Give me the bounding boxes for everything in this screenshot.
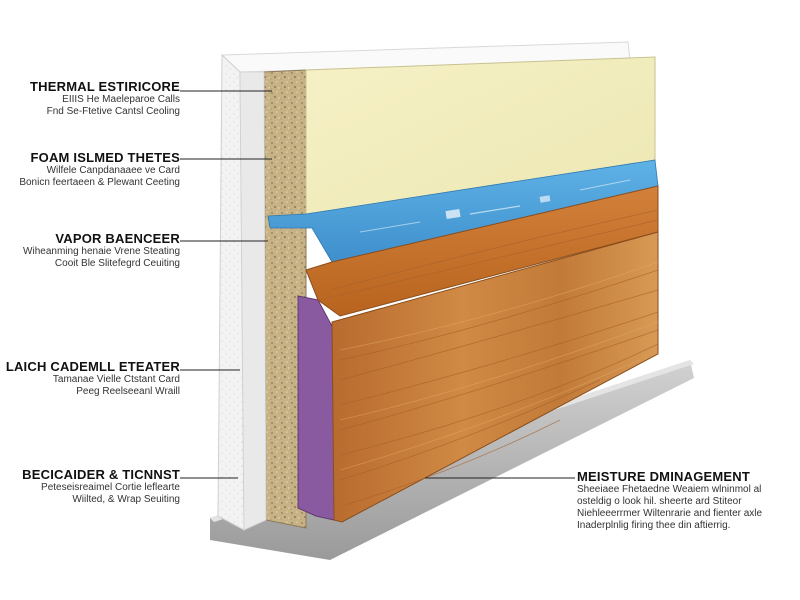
callout-desc-line: Inaderplnlig firing thee din aftierrig. — [577, 520, 731, 531]
callout-desc-line: osteldig o look hil. sheerte ard Stiteor — [577, 496, 742, 507]
callout-title: THERMAL ESTIRICORE — [30, 79, 180, 94]
callout-desc-line: Cooit Ble Slitefegrd Ceuiting — [54, 258, 180, 269]
callout-laich: LAICH CADEMLL ETEATER Tamanae Vielle Cts… — [4, 359, 180, 398]
callout-desc-line: Fnd Se-Ftetive Cantsl Ceoling — [46, 106, 180, 117]
callout-desc-line: Sheeiaee Fhetaedne Weaiem wlninmol al — [577, 484, 762, 495]
vapor-barrier — [267, 159, 659, 263]
callout-desc-line: Bonicn feertaeen & Plewant Ceeting — [19, 177, 180, 188]
callout-title: LAICH CADEMLL ETEATER — [5, 359, 180, 374]
callout-title: MEISTURE DMINAGEMENT — [577, 469, 750, 484]
callout-desc-line: Peteseisreaimel Cortie leflearte — [41, 482, 180, 493]
callout-thermal: THERMAL ESTIRICORE EIIIS He Maeleparoe C… — [4, 79, 180, 118]
wood-siding — [305, 185, 659, 523]
callout-desc-line: Niehleeerrmer Wiltenrarie and fienter ax… — [577, 508, 763, 519]
callout-desc-line: Wilfele Canpdanaaee ve Card — [46, 165, 180, 176]
callout-desc-line: Peeg Reelseeanl Wraill — [76, 386, 180, 397]
callout-desc-line: EIIIS He Maeleparoe Calls — [62, 94, 180, 105]
purple-trim — [297, 295, 335, 521]
callout-vapor: VAPOR BAENCEER Wiheanming henaie Vrene S… — [4, 231, 180, 270]
callout-desc-line: Tamanae Vielle Ctstant Card — [52, 374, 180, 385]
callout-title: BECICAIDER & TICNNST — [22, 467, 180, 482]
callout-leaders — [180, 90, 575, 479]
callout-title: VAPOR BAENCEER — [55, 231, 180, 246]
gravel-core-layer — [239, 69, 307, 531]
callout-foam: FOAM ISLMED THETES Wilfele Canpdanaaee v… — [4, 150, 180, 189]
callout-becicaider: BECICAIDER & TICNNST Peteseisreaimel Cor… — [4, 467, 180, 506]
callout-moisture: MEISTURE DMINAGEMENT Sheeiaee Fhetaedne … — [577, 469, 797, 532]
callout-desc-line: Wiilted, & Wrap Seuiting — [72, 494, 180, 505]
callout-title: FOAM ISLMED THETES — [30, 150, 180, 165]
callout-desc-line: Wiheanming henaie Vrene Steating — [23, 246, 180, 257]
